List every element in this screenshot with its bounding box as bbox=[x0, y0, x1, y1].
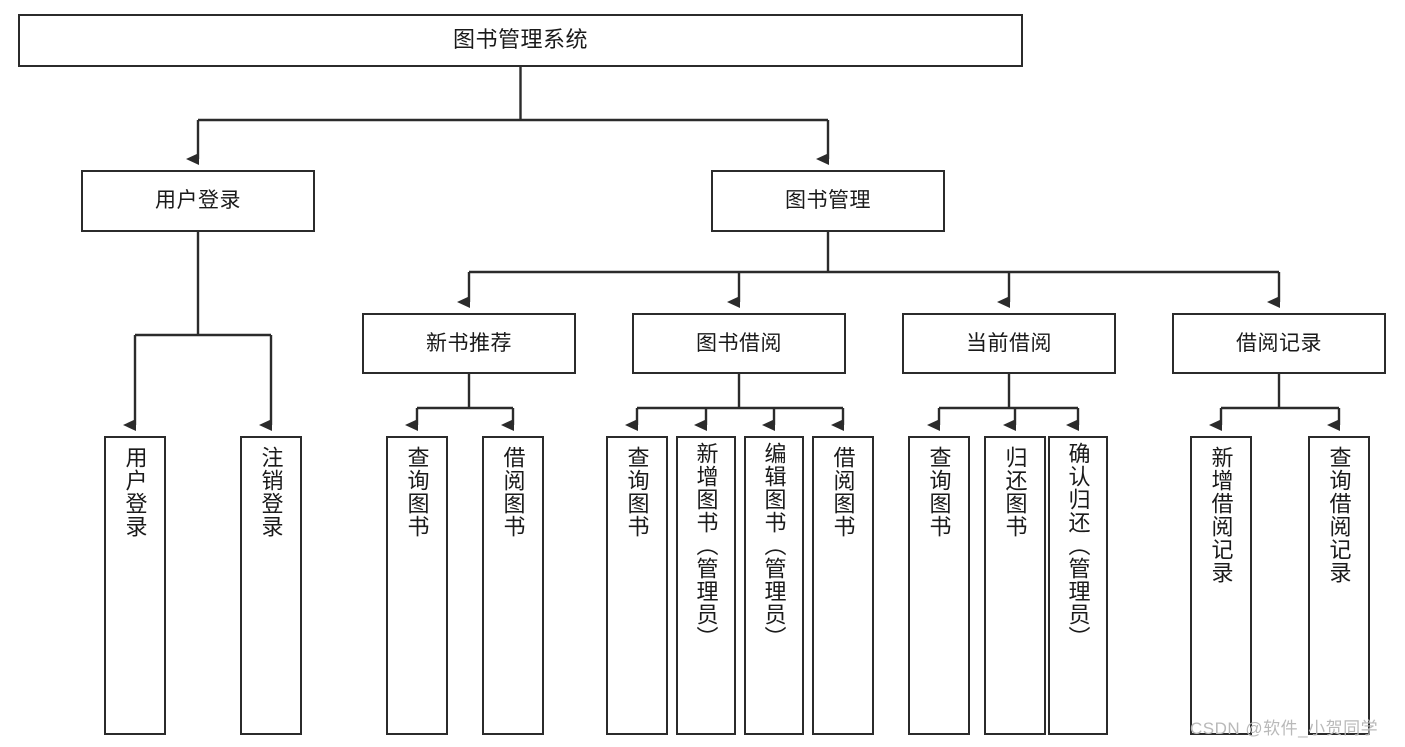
node-label: 用户登录 bbox=[155, 189, 241, 213]
node-label: 查询图书 bbox=[404, 446, 430, 538]
node-label: 用户登录 bbox=[122, 446, 148, 538]
node-label: 借阅图书 bbox=[830, 446, 856, 538]
node-l_borrow1[interactable]: 借阅图书 bbox=[482, 436, 544, 735]
node-bookmgmt[interactable]: 图书管理 bbox=[711, 170, 945, 232]
node-label: 图书管理 bbox=[785, 189, 871, 213]
node-records[interactable]: 借阅记录 bbox=[1172, 313, 1386, 374]
node-label: 编辑图书（管理员） bbox=[761, 442, 787, 649]
node-label: 查询借阅记录 bbox=[1326, 446, 1352, 584]
node-root[interactable]: 图书管理系统 bbox=[18, 14, 1023, 67]
node-l_edit[interactable]: 编辑图书（管理员） bbox=[744, 436, 804, 735]
node-label: 查询图书 bbox=[926, 446, 952, 538]
node-l_queryrec[interactable]: 查询借阅记录 bbox=[1308, 436, 1370, 735]
node-l_query1[interactable]: 查询图书 bbox=[386, 436, 448, 735]
node-label: 新书推荐 bbox=[426, 331, 512, 355]
node-label: 新增借阅记录 bbox=[1208, 446, 1234, 584]
node-label: 注销登录 bbox=[258, 446, 284, 538]
node-label: 图书借阅 bbox=[696, 331, 782, 355]
node-l_addrec[interactable]: 新增借阅记录 bbox=[1190, 436, 1252, 735]
node-l_borrow2[interactable]: 借阅图书 bbox=[812, 436, 874, 735]
node-l_return[interactable]: 归还图书 bbox=[984, 436, 1046, 735]
node-l_add[interactable]: 新增图书（管理员） bbox=[676, 436, 736, 735]
node-newbook[interactable]: 新书推荐 bbox=[362, 313, 576, 374]
node-label: 图书管理系统 bbox=[452, 27, 588, 53]
node-label: 确认归还（管理员） bbox=[1065, 442, 1091, 649]
node-label: 查询图书 bbox=[624, 446, 650, 538]
node-l_confirm[interactable]: 确认归还（管理员） bbox=[1048, 436, 1108, 735]
node-current[interactable]: 当前借阅 bbox=[902, 313, 1116, 374]
node-login[interactable]: 用户登录 bbox=[81, 170, 315, 232]
node-l_login[interactable]: 用户登录 bbox=[104, 436, 166, 735]
node-l_logout[interactable]: 注销登录 bbox=[240, 436, 302, 735]
node-l_query2[interactable]: 查询图书 bbox=[606, 436, 668, 735]
node-l_query3[interactable]: 查询图书 bbox=[908, 436, 970, 735]
node-label: 新增图书（管理员） bbox=[693, 442, 719, 649]
node-label: 当前借阅 bbox=[966, 331, 1052, 355]
node-label: 借阅图书 bbox=[500, 446, 526, 538]
node-borrow[interactable]: 图书借阅 bbox=[632, 313, 846, 374]
node-label: 归还图书 bbox=[1002, 446, 1028, 538]
node-label: 借阅记录 bbox=[1236, 331, 1322, 355]
